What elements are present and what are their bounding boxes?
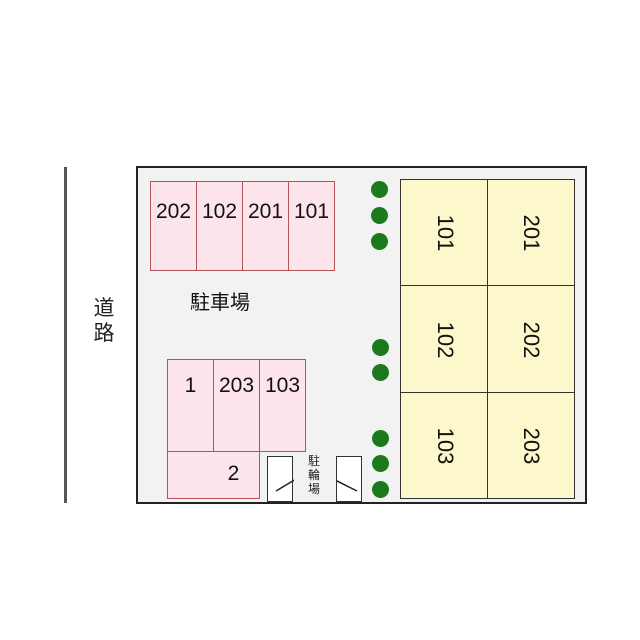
unit-number: 101: [432, 214, 458, 252]
parking-spot: 103: [259, 359, 306, 452]
parking-spot: 201: [242, 181, 289, 271]
unit-number: 203: [519, 427, 544, 464]
building-unit: 201: [487, 179, 575, 287]
parking-spot: 102: [196, 181, 243, 271]
road-label: 道路: [93, 296, 115, 345]
tree-icon: [371, 181, 388, 198]
label-char: 駐: [307, 454, 320, 468]
tree-icon: [371, 207, 388, 224]
parking-spot-wide: 2: [167, 451, 260, 499]
spot-number: 1: [184, 374, 197, 397]
unit-number: 202: [519, 321, 544, 358]
unit-number: 201: [519, 214, 544, 252]
spot-number: 201: [247, 200, 284, 223]
parking-spot: 1: [167, 359, 214, 452]
parking-spot: 101: [288, 181, 335, 271]
parking-label: 駐車場: [190, 290, 250, 314]
spot-number: 103: [264, 374, 301, 397]
building-unit: 103: [400, 392, 489, 499]
bike-rack: [267, 456, 297, 502]
tree-icon: [371, 233, 388, 250]
tree-icon: [372, 364, 389, 381]
slash-icon: [275, 478, 297, 492]
tree-icon: [372, 481, 389, 498]
bicycle-parking-label: 駐 輪 場: [304, 454, 324, 496]
unit-number: 102: [432, 321, 458, 358]
road-edge-line: [64, 167, 67, 503]
spot-number: 2: [227, 462, 240, 485]
spot-number: 203: [218, 374, 255, 397]
tree-icon: [372, 430, 389, 447]
parking-spot: 202: [150, 181, 197, 271]
spot-number: 102: [201, 200, 238, 223]
unit-number: 103: [432, 427, 458, 464]
label-char: 場: [307, 482, 320, 496]
slash-icon: [328, 476, 358, 492]
bike-rack: [328, 456, 362, 502]
building-unit: 102: [400, 285, 489, 394]
building-unit: 202: [487, 285, 575, 394]
spot-number: 101: [293, 200, 330, 223]
tree-icon: [372, 455, 389, 472]
tree-icon: [372, 339, 389, 356]
parking-spot: 203: [213, 359, 260, 452]
spot-number: 202: [155, 200, 192, 223]
label-char: 輪: [307, 468, 320, 482]
building-unit: 101: [400, 179, 489, 287]
building-unit: 203: [487, 392, 575, 499]
